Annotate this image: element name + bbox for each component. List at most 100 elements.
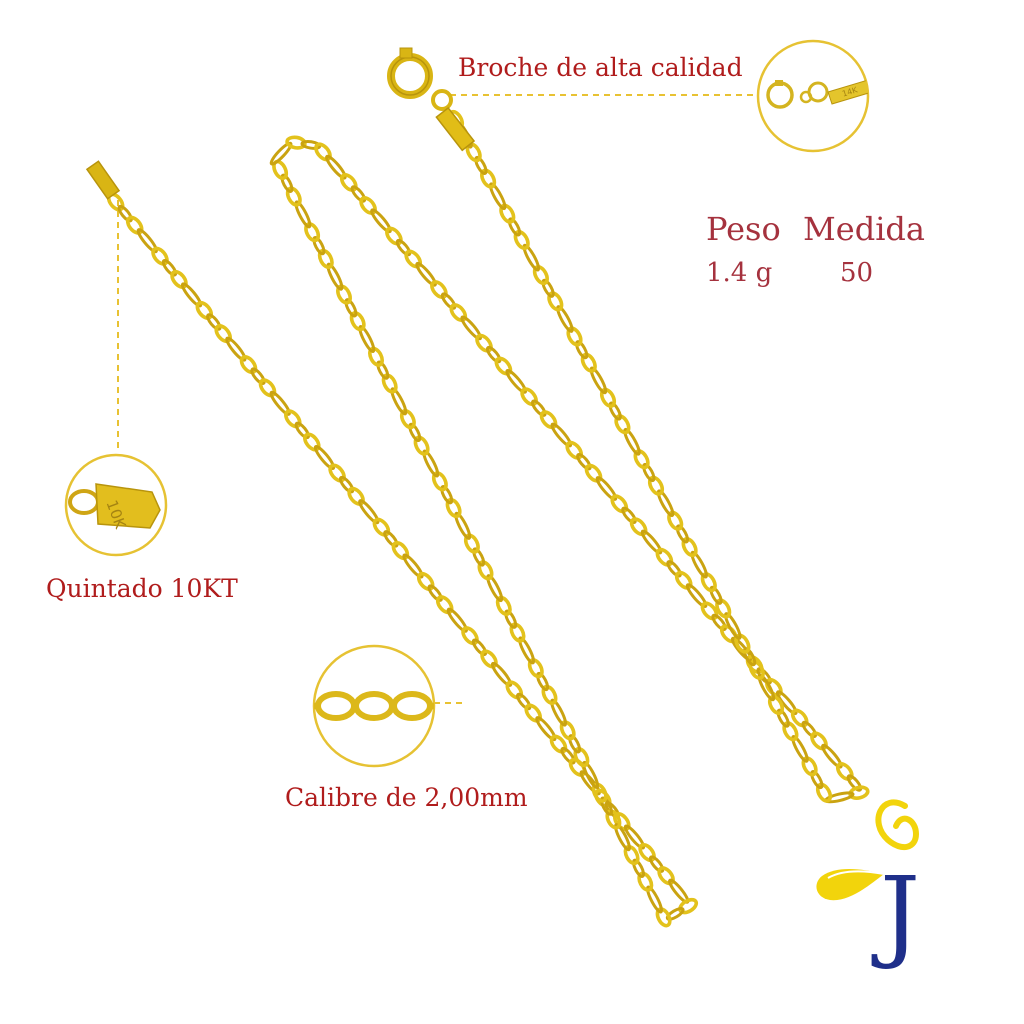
chain-link (513, 229, 530, 251)
size-value: 50 (840, 258, 874, 288)
chain-link (359, 196, 377, 215)
chain-link (294, 421, 311, 440)
chain-link (846, 774, 863, 792)
chain-link (657, 866, 675, 886)
chain-link (349, 311, 366, 332)
chain-link (700, 601, 719, 621)
chain-link (381, 373, 398, 394)
chain-link (383, 530, 399, 548)
chain-link (539, 410, 558, 430)
size-heading: Medida (803, 210, 925, 248)
chain-link (623, 427, 641, 456)
chain-link (656, 489, 675, 518)
weight-value: 1.4 g (706, 258, 773, 288)
clasp-callout-label: Broche de alta calidad (458, 53, 743, 82)
chain-link (404, 249, 423, 269)
chain-link (136, 228, 158, 254)
chain-link (214, 324, 232, 344)
chain-link (518, 636, 536, 665)
chain-link (300, 139, 322, 150)
chain-link (531, 399, 547, 417)
chain-link (391, 540, 410, 561)
spring-ring-clasp (387, 47, 476, 152)
chain-link (582, 760, 600, 789)
chain-link (550, 422, 573, 448)
chain-link (161, 259, 178, 277)
chain-link (390, 387, 408, 416)
chain-link (376, 360, 390, 380)
chain-link (312, 235, 326, 256)
chain-link (715, 598, 732, 619)
chain-link (269, 390, 291, 416)
chain-link (314, 142, 332, 162)
chain-link (239, 355, 258, 375)
chain-link (613, 823, 632, 852)
chain-link (674, 570, 693, 590)
chain-link (402, 553, 424, 579)
chain-link (821, 743, 843, 769)
chain-link (399, 408, 416, 430)
chain-link (675, 524, 690, 544)
chain-link (629, 517, 648, 537)
chain-link (522, 243, 541, 272)
chain-link (810, 770, 824, 790)
chain-link (440, 485, 454, 505)
chain-link (463, 533, 480, 554)
chain-link (515, 692, 532, 711)
chain-link (709, 585, 723, 605)
chain-link (344, 298, 358, 318)
chain-link (815, 782, 833, 803)
chain-link (125, 215, 144, 235)
chain-link (285, 186, 302, 207)
chain-link (499, 203, 516, 224)
chain-link (304, 222, 321, 243)
chain-link (250, 367, 266, 385)
chain-link (347, 486, 365, 506)
chain-link (765, 677, 783, 697)
chain-link (225, 336, 247, 362)
chain-link (730, 636, 753, 662)
chain-link (461, 626, 479, 646)
chain-link (724, 612, 742, 640)
chain-link (595, 476, 618, 501)
chain-link (742, 647, 757, 667)
chain-link (591, 782, 608, 803)
chain-link (547, 291, 564, 312)
chain-link (560, 746, 576, 765)
chain-link (767, 694, 785, 716)
chain-link (648, 855, 665, 873)
chain-link (395, 238, 412, 257)
chain-link (427, 584, 443, 602)
chain-link (435, 595, 454, 615)
chain (106, 109, 870, 928)
chain-link (368, 346, 384, 367)
chain-link (541, 684, 558, 706)
chain-link (810, 731, 828, 751)
chain-link (477, 560, 494, 581)
chain-link (284, 409, 302, 429)
chain-link (685, 583, 708, 609)
chain-link (480, 168, 497, 189)
chain-link (536, 671, 550, 692)
chain-link (358, 324, 376, 354)
chain-link (151, 246, 169, 266)
chain-link (285, 135, 307, 150)
chain-link (520, 387, 538, 407)
clasp-detail-circle: 14K (756, 39, 870, 153)
chain-link (507, 217, 522, 237)
logo-letter: J (871, 855, 920, 972)
chain-link (579, 770, 601, 796)
chain-link (565, 440, 584, 460)
chain-link (117, 204, 133, 223)
chain-link (524, 703, 542, 723)
chain-link (325, 154, 347, 180)
chain-link (440, 292, 457, 310)
chain-link (195, 300, 214, 320)
chain-end-tab (85, 160, 121, 200)
chain-link (621, 506, 637, 524)
chain-link (486, 574, 504, 603)
chain-link (294, 200, 312, 229)
chain-link (835, 762, 854, 781)
chain-link (408, 422, 422, 443)
